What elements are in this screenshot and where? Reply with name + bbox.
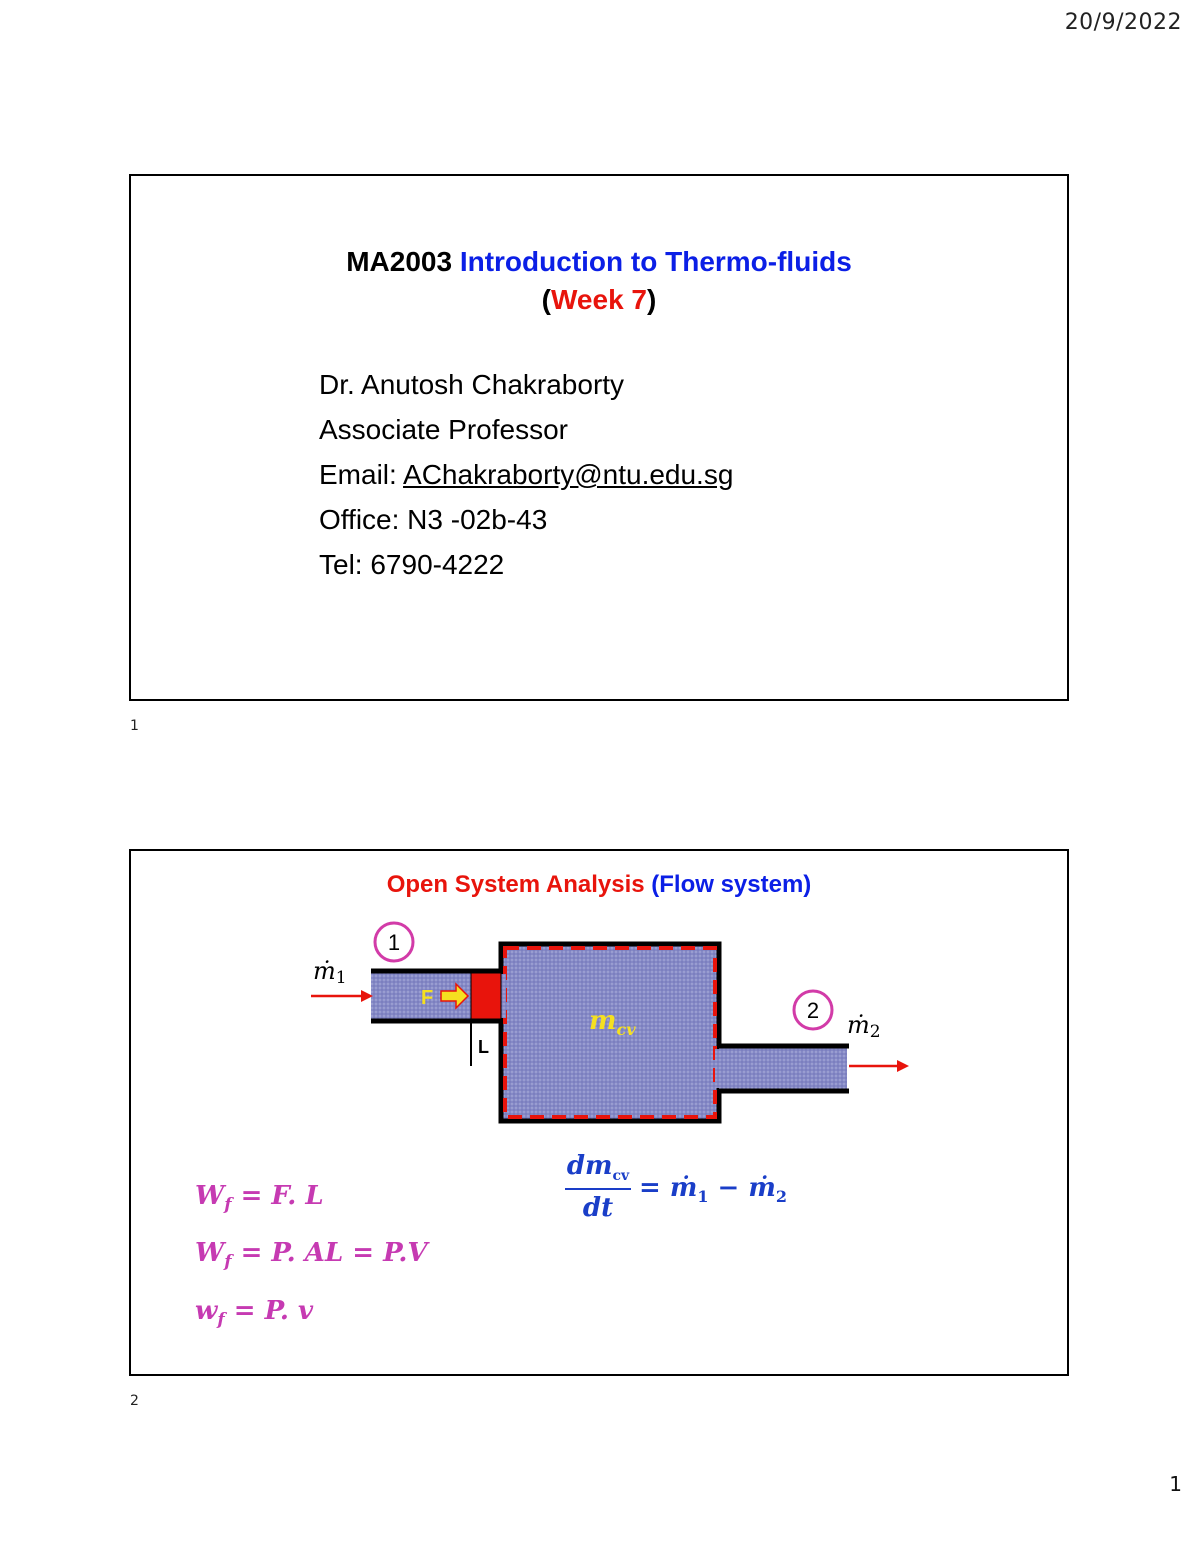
- slide-2-title: Open System Analysis (Flow system): [131, 871, 1067, 899]
- eq3-rhs: = P. v: [224, 1296, 314, 1326]
- eq1-rhs: = F. L: [231, 1181, 324, 1211]
- instructor-info: Dr. Anutosh Chakraborty Associate Profes…: [319, 362, 733, 587]
- mass-balance-numerator: dmcv: [565, 1151, 631, 1184]
- flow-work-equation-3: wf = P. v: [195, 1296, 313, 1330]
- eq3-lhs: w: [195, 1296, 218, 1326]
- mass-balance-denominator: dt: [582, 1193, 614, 1223]
- eq3-sub: f: [217, 1310, 225, 1331]
- week-label: Week 7: [551, 284, 647, 315]
- week-line: (Week 7): [131, 284, 1067, 316]
- control-volume-boundary: [503, 946, 717, 1119]
- course-code: MA2003: [346, 246, 453, 277]
- state-2-marker: 2: [792, 989, 834, 1031]
- outlet-opening: [715, 1049, 723, 1088]
- length-label: L: [478, 1037, 489, 1057]
- outlet-mass-flow-label: ṁ2: [847, 1011, 881, 1042]
- inlet-arrow-icon: [311, 990, 373, 1002]
- instructor-name: Dr. Anutosh Chakraborty: [319, 369, 625, 400]
- piston: [470, 972, 502, 1020]
- force-arrow-icon: [440, 982, 470, 1010]
- eq2-lhs: W: [195, 1238, 225, 1268]
- inlet-mdot: ṁ: [313, 957, 336, 985]
- force-label: F: [421, 987, 433, 1009]
- flow-work-equation-2: Wf = P. AL = P.V: [195, 1238, 428, 1272]
- inlet-mass-flow-label: ṁ1: [313, 957, 347, 988]
- eq2-rhs: = P. AL = P.V: [231, 1238, 428, 1268]
- control-volume-fluid: [501, 944, 719, 1121]
- title-open-system: Open System Analysis: [386, 871, 645, 898]
- page-number: 1: [1169, 1472, 1182, 1496]
- control-volume-mass-label: mcv: [589, 1006, 636, 1039]
- course-title-line: MA2003 Introduction to Thermo-fluids: [131, 246, 1067, 278]
- eq2-sub: f: [224, 1252, 232, 1273]
- slide-1: MA2003 Introduction to Thermo-fluids (We…: [129, 174, 1069, 701]
- flow-work-equation-1: Wf = F. L: [195, 1181, 324, 1215]
- numerator-sub: cv: [612, 1168, 630, 1185]
- rhs-sub-1: 1: [697, 1187, 709, 1207]
- state-2-label: 2: [807, 998, 819, 1023]
- inlet-mdot-sub: 1: [336, 968, 347, 988]
- email-link[interactable]: AChakraborty@ntu.edu.sg: [403, 459, 734, 490]
- title-flow-system: (Flow system): [651, 871, 812, 898]
- state-1-label: 1: [388, 930, 400, 955]
- email-label: Email:: [319, 459, 397, 490]
- week-paren-open: (: [541, 284, 551, 315]
- rhs-sub-2: 2: [775, 1187, 788, 1207]
- slide-number-2: 2: [130, 1393, 139, 1409]
- eq1-sub: f: [224, 1195, 232, 1216]
- state-1-marker: 1: [373, 921, 415, 963]
- tank-walls: [498, 941, 722, 1124]
- mcv-m: m: [589, 1006, 617, 1036]
- outlet-pipe-fluid: [719, 1046, 847, 1091]
- week-paren-close: ): [647, 284, 657, 315]
- instructor-email-row: Email: AChakraborty@ntu.edu.sg: [319, 452, 733, 497]
- control-volume-diagram: L F ṁ1 ṁ2 1 2 mcv: [311, 921, 909, 1124]
- eq1-lhs: W: [195, 1181, 225, 1211]
- rhs-part-a: = ṁ: [639, 1173, 698, 1203]
- instructor-office: Office: N3 -02b-43: [319, 504, 548, 535]
- instructor-position: Associate Professor: [319, 414, 568, 445]
- outlet-mdot-sub: 2: [870, 1022, 881, 1042]
- slide-2: Open System Analysis (Flow system): [129, 849, 1069, 1376]
- mcv-sub: cv: [617, 1020, 637, 1039]
- slide-number-1: 1: [130, 718, 139, 734]
- outlet-mdot: ṁ: [847, 1011, 870, 1039]
- outlet-arrow-icon: [849, 1060, 909, 1072]
- mass-balance-rhs: = ṁ1 − ṁ2: [639, 1173, 787, 1206]
- document-date: 20/9/2022: [1064, 10, 1182, 35]
- fraction-bar: [565, 1188, 631, 1190]
- instructor-tel: Tel: 6790-4222: [319, 549, 505, 580]
- course-title: Introduction to Thermo-fluids: [459, 246, 852, 277]
- numerator-dm: dm: [566, 1151, 613, 1181]
- rhs-part-b: − ṁ: [708, 1173, 776, 1203]
